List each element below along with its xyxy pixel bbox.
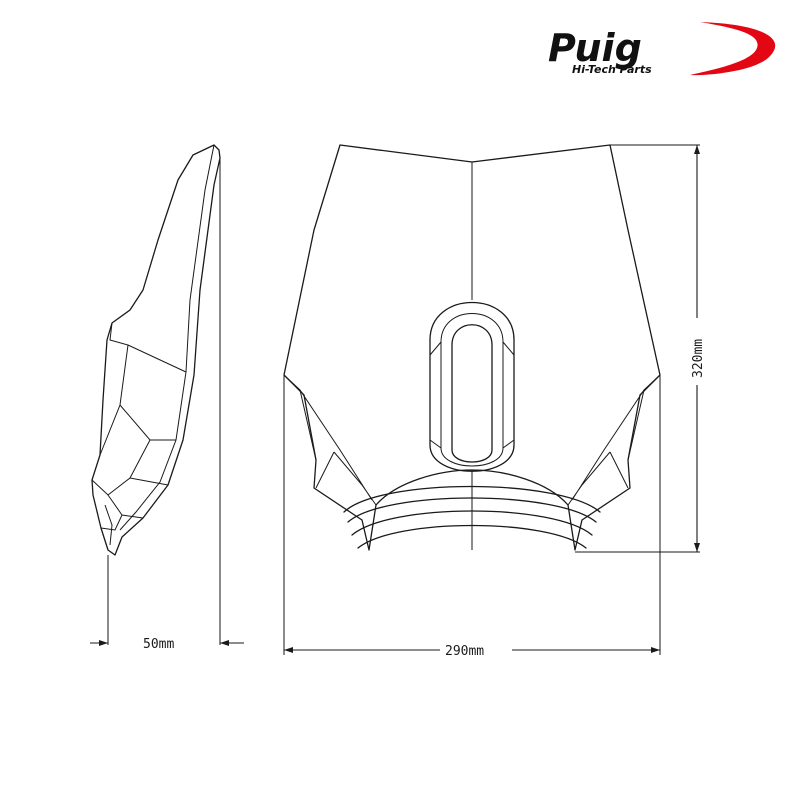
front-facet-left [283, 374, 377, 506]
front-arc-1 [343, 485, 601, 513]
brand-logo: Puig Hi-Tech Parts [548, 22, 776, 76]
side-ridge-3 [104, 504, 113, 546]
mount-slot-inner [451, 324, 493, 463]
logo-wordmark: Puig [548, 26, 642, 70]
side-view [91, 144, 221, 645]
width-arrow-left [284, 647, 293, 653]
mount-slot-outer [429, 301, 515, 472]
height-label: 320mm [691, 339, 706, 378]
side-outline [91, 144, 221, 556]
side-ridge-2 [91, 322, 187, 531]
depth-dimension: 50mm [90, 637, 244, 652]
depth-label: 50mm [143, 637, 174, 652]
width-arrow-right [651, 647, 660, 653]
mount-slot-mid [440, 313, 504, 467]
mount-slot-sides [429, 341, 515, 449]
side-ridge-1 [119, 144, 215, 531]
height-arrow-top [694, 145, 700, 154]
front-arc-3 [351, 510, 593, 536]
height-dimension: 320mm [691, 145, 706, 552]
front-facet-right [567, 374, 661, 506]
front-arc-4 [357, 524, 587, 549]
depth-arrow-right [220, 640, 229, 646]
width-dimension: 290mm [284, 644, 660, 659]
width-label: 290mm [445, 644, 484, 659]
logo-tagline: Hi-Tech Parts [572, 63, 652, 76]
depth-arrow-left [99, 640, 108, 646]
front-view [283, 144, 700, 655]
front-arc-2 [347, 497, 597, 523]
height-arrow-bottom [694, 543, 700, 552]
logo-swoosh [690, 22, 776, 76]
